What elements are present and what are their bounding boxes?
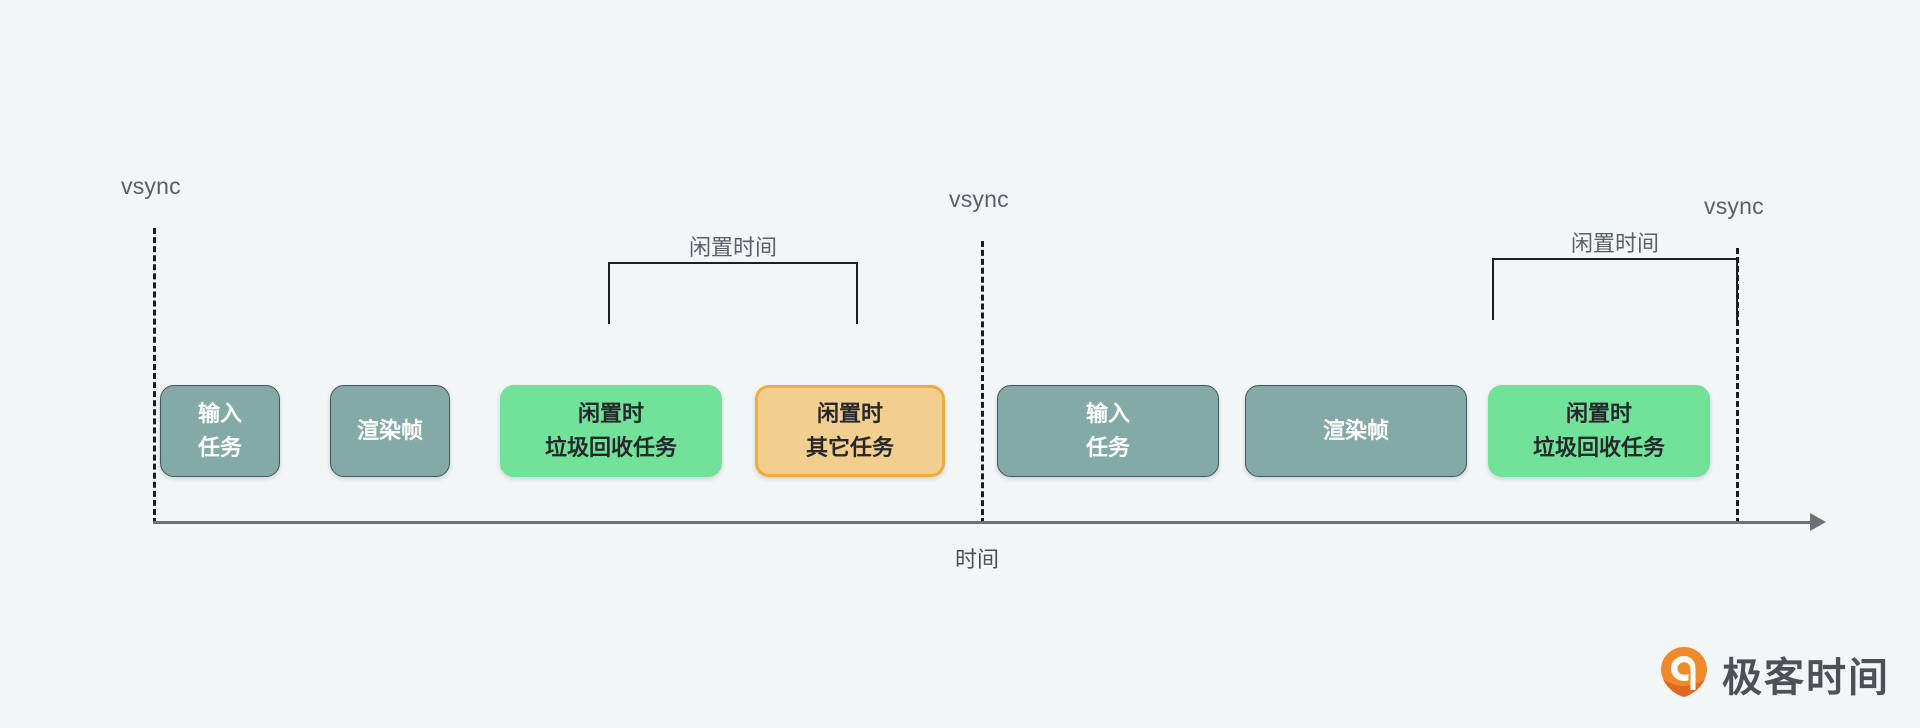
task-box-input-1[interactable]: 输入 任务 [160, 385, 280, 477]
task-label-line: 任务 [197, 435, 242, 460]
task-box-idle-gc-1[interactable]: 闲置时 垃圾回收任务 [500, 385, 722, 477]
task-label-line: 输入 [197, 400, 242, 426]
task-box-input-2[interactable]: 输入 任务 [997, 385, 1219, 477]
task-label-line: 闲置时 [1565, 400, 1632, 426]
task-label-line: 输入 [1085, 400, 1130, 426]
task-label-line: 垃圾回收任务 [1532, 435, 1665, 460]
task-box-idle-other-1[interactable]: 闲置时 其它任务 [755, 385, 945, 477]
vsync-label-3: vsync [1704, 193, 1764, 219]
vsync-line-1 [153, 228, 156, 524]
task-box-render-2[interactable]: 渲染帧 [1245, 385, 1467, 477]
time-axis-line [153, 521, 1813, 524]
time-axis-arrow-icon [1810, 513, 1826, 531]
task-box-render-1[interactable]: 渲染帧 [330, 385, 450, 477]
idle-time-label-2: 闲置时间 [1570, 231, 1659, 256]
task-label-line: 渲染帧 [1322, 417, 1389, 443]
vsync-label-2: vsync [949, 186, 1009, 212]
task-label-line: 闲置时 [577, 400, 644, 426]
time-axis-caption: 时间 [955, 547, 1000, 572]
task-label-line: 渲染帧 [356, 417, 423, 443]
geektime-logo-text: 极客时间 [1722, 656, 1890, 700]
task-label-line: 闲置时 [816, 400, 883, 426]
task-label-line: 其它任务 [805, 435, 894, 460]
vsync-label-1: vsync [121, 173, 181, 199]
idle-time-bracket-2 [1492, 258, 1738, 320]
idle-time-label-1: 闲置时间 [688, 235, 777, 260]
vsync-line-2 [981, 241, 984, 524]
geektime-pin-icon [1660, 646, 1708, 703]
vsync-line-3 [1736, 248, 1739, 524]
idle-time-bracket-1 [608, 262, 858, 324]
task-label-line: 任务 [1085, 435, 1130, 460]
task-label-line: 垃圾回收任务 [544, 435, 677, 460]
geektime-logo: 极客时间 [1660, 645, 1890, 703]
task-box-idle-gc-2[interactable]: 闲置时 垃圾回收任务 [1488, 385, 1710, 477]
